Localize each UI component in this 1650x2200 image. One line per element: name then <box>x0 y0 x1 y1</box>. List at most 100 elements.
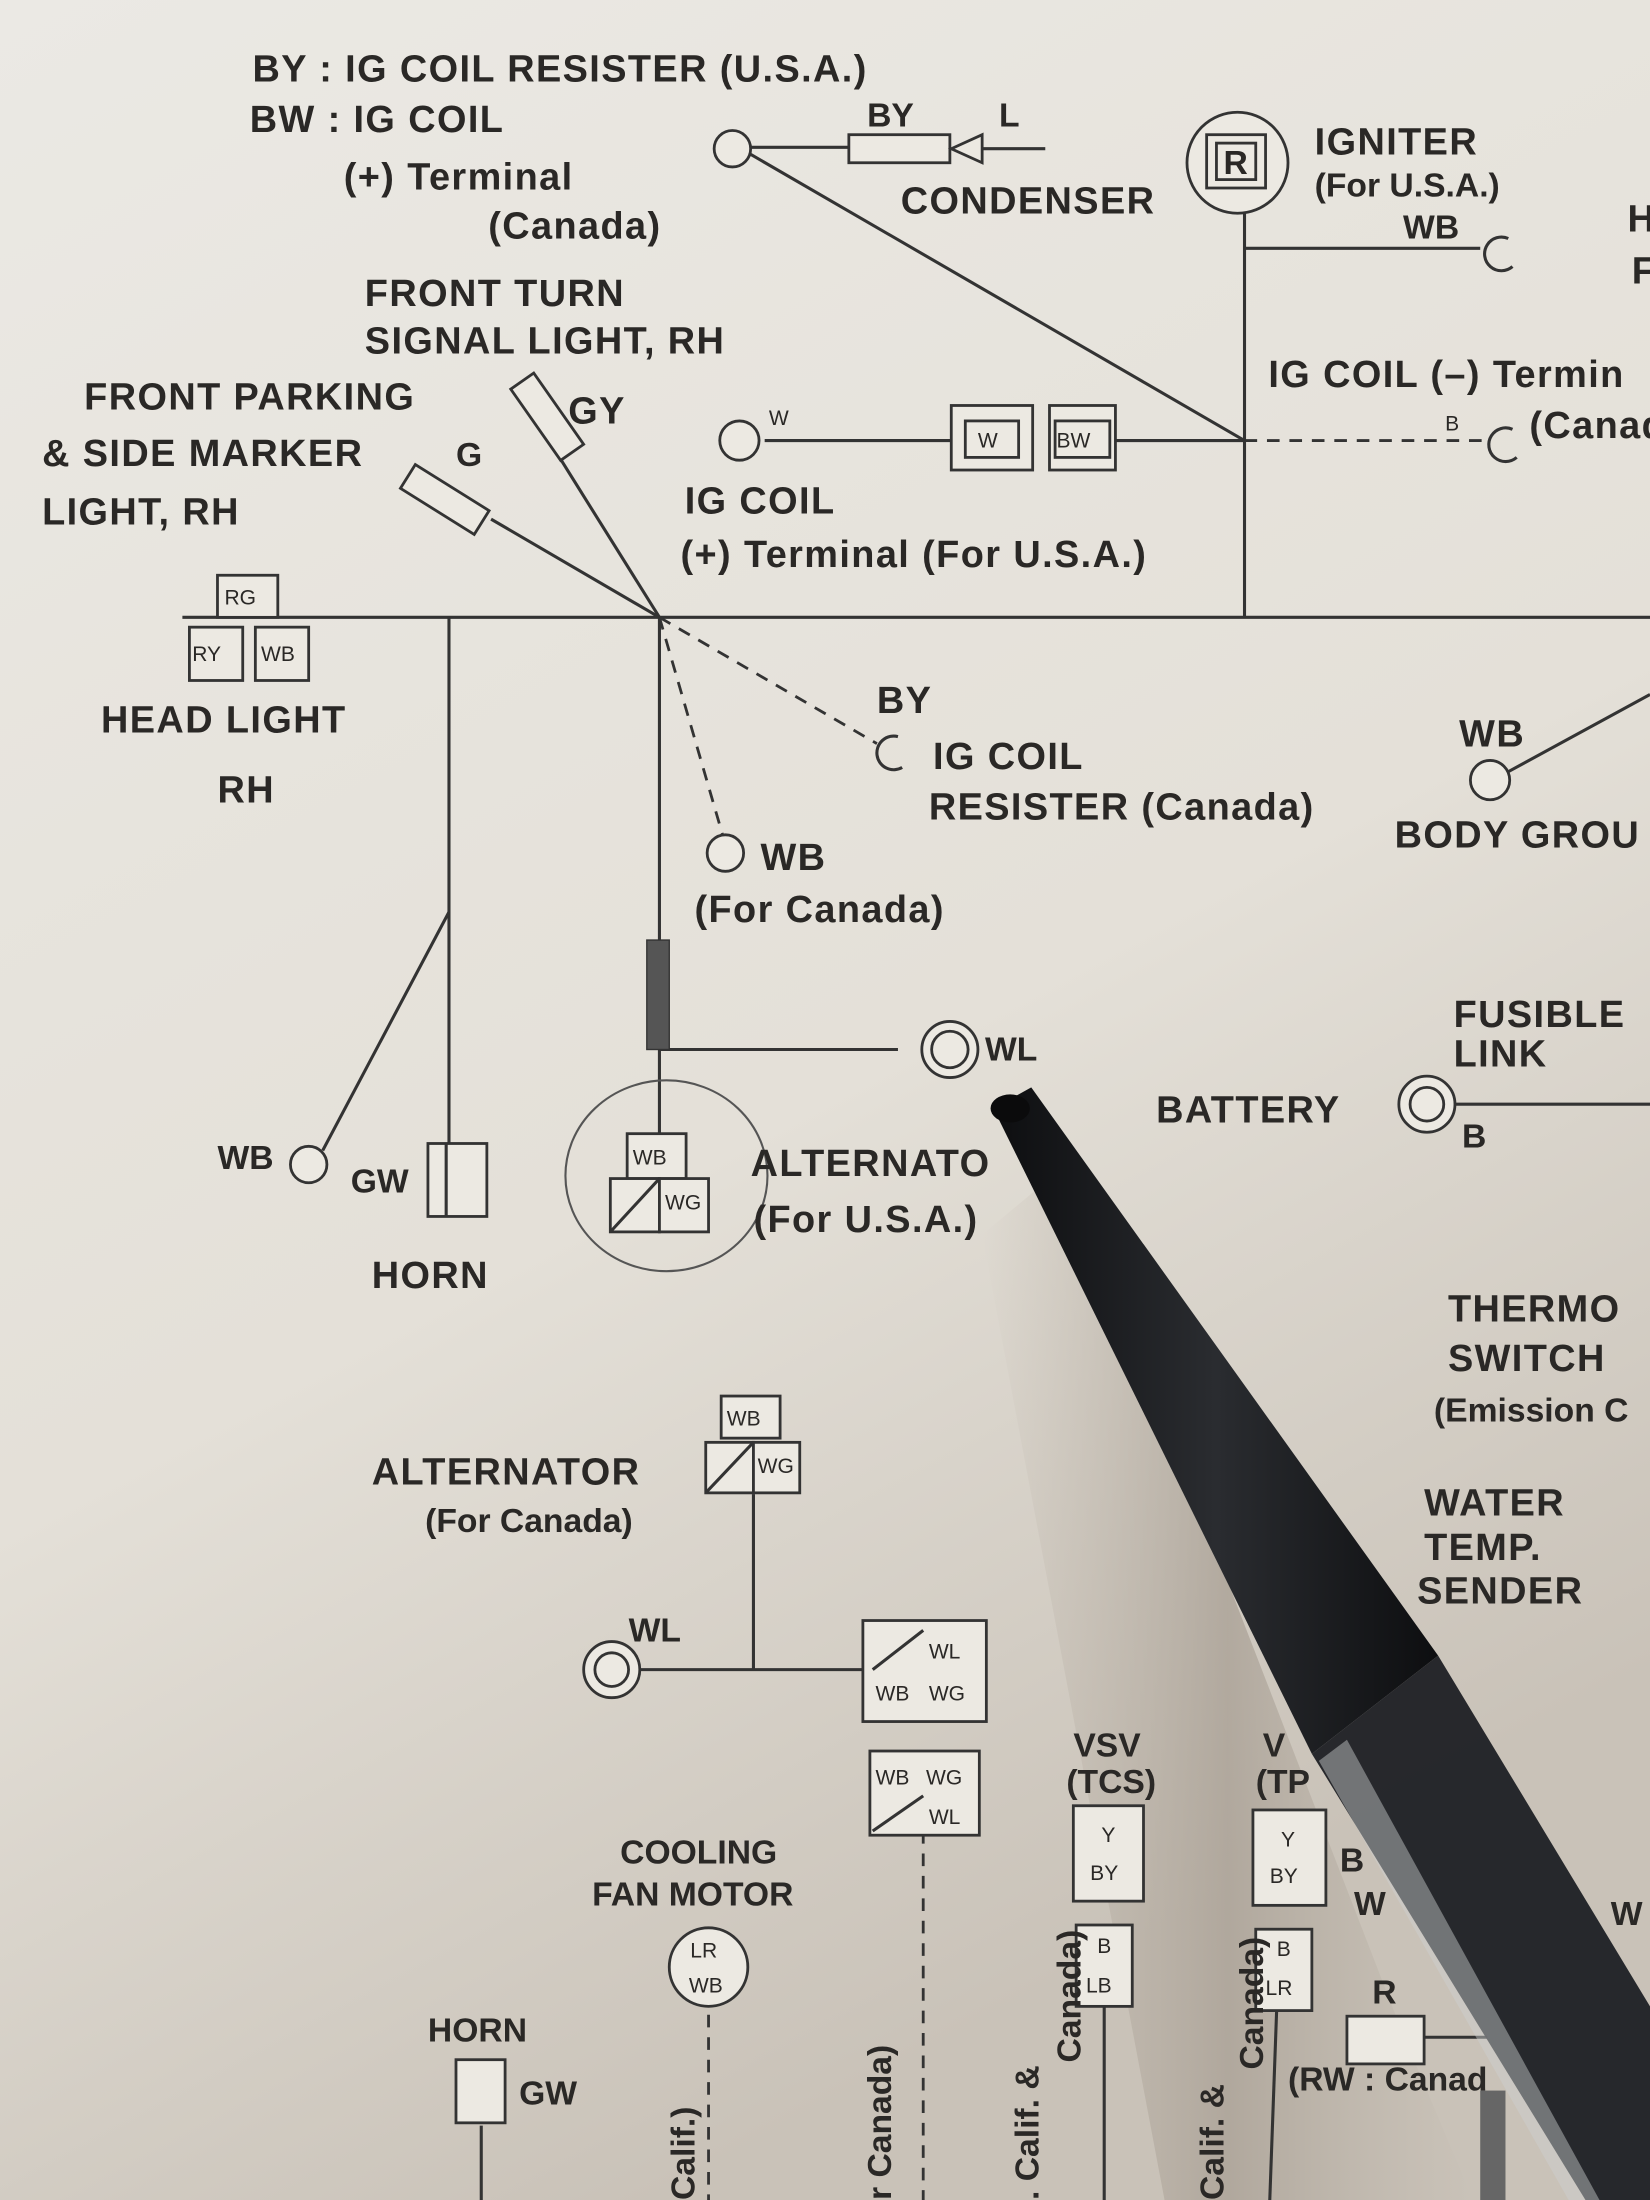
label: BATTERY <box>1156 1089 1340 1131</box>
label: Y <box>1281 1828 1295 1851</box>
label: VSV <box>1073 1728 1141 1765</box>
label: WB <box>876 1683 910 1706</box>
label: SWITCH <box>1448 1338 1606 1380</box>
parking-light-bulb <box>398 462 492 537</box>
label: WB <box>760 837 826 879</box>
label: GY <box>568 391 626 433</box>
headlight-ry <box>188 625 245 682</box>
label: WG <box>926 1767 962 1790</box>
label: FRONT PARKING <box>84 377 415 419</box>
label: CONDENSER <box>901 180 1156 222</box>
label: WB <box>1459 713 1525 755</box>
label: (For U.S.A.) <box>753 1199 978 1241</box>
label: WB <box>689 1974 723 1997</box>
label: BY <box>877 680 932 722</box>
label: Canada) <box>1051 1930 1088 2063</box>
label: (+) Terminal (For U.S.A.) <box>680 534 1147 576</box>
alternator-canada-wb <box>719 1394 782 1440</box>
label: RG <box>224 587 256 610</box>
label: W <box>978 430 998 453</box>
label: WL <box>629 1613 681 1650</box>
label: FRONT TURN <box>365 273 625 315</box>
label: RY <box>192 643 221 666</box>
label: (Emission C <box>1434 1392 1629 1429</box>
label: W <box>1611 1896 1643 1933</box>
label: FAN MOTOR <box>592 1876 793 1913</box>
pencil-circle <box>564 1079 769 1273</box>
label: WB <box>876 1767 910 1790</box>
label: COOLING <box>620 1834 777 1871</box>
label: WL <box>929 1806 961 1829</box>
headlight-rg <box>216 573 280 619</box>
label: IGNITER <box>1315 121 1478 163</box>
label: (+) Terminal <box>344 156 574 198</box>
label: . Calif. & <box>1009 2065 1046 2200</box>
label: B <box>1277 1938 1291 1961</box>
label: (TCS) <box>1066 1764 1156 1801</box>
label: LR <box>1266 1977 1293 2000</box>
label: GW <box>351 1164 409 1201</box>
label: LB <box>1086 1974 1112 1997</box>
label: IG COIL (–) Termin <box>1268 354 1624 396</box>
label: THERMO <box>1448 1289 1621 1331</box>
fusible-segment-2 <box>1480 2090 1506 2200</box>
label: BW <box>1057 430 1091 453</box>
label: WB <box>633 1147 667 1170</box>
label: WB <box>1403 210 1459 247</box>
label: WG <box>758 1455 794 1478</box>
label: RESISTER (Canada) <box>929 786 1315 828</box>
relay-r <box>1345 2014 1426 2066</box>
label: B <box>1445 413 1459 436</box>
label: (For Canada) <box>695 889 945 931</box>
label: WG <box>665 1191 701 1214</box>
label: WG <box>929 1683 965 1706</box>
label: HORN <box>428 2012 527 2049</box>
label: BODY GROU <box>1395 814 1641 856</box>
label: IG COIL <box>933 736 1084 778</box>
label: SIGNAL LIGHT, RH <box>365 321 726 363</box>
label: WB <box>261 643 295 666</box>
label: L <box>999 97 1020 134</box>
label: BW : IG COIL <box>250 99 505 141</box>
label: B <box>1340 1843 1364 1880</box>
label: F <box>1632 250 1650 292</box>
headlight-wb <box>253 625 311 682</box>
label: r Canada) <box>862 2045 899 2200</box>
label: R <box>1372 1975 1396 2012</box>
label: BY : IG COIL RESISTER (U.S.A.) <box>253 48 868 90</box>
ig-coil-plus-terminal <box>718 419 761 462</box>
label: GW <box>519 2076 577 2113</box>
label: BY <box>867 97 914 134</box>
label: & SIDE MARKER <box>42 433 363 475</box>
label: IG COIL <box>685 481 836 523</box>
label: (Canada) <box>488 206 661 248</box>
igniter-wb-terminal <box>1483 235 1514 273</box>
label: RH <box>217 770 275 812</box>
label: LINK <box>1454 1033 1548 1075</box>
vsv-tcs <box>1071 1804 1145 1903</box>
components <box>188 110 1518 2200</box>
label: HEAD LIGHT <box>101 699 346 741</box>
vsv-tp <box>1251 1808 1328 1907</box>
label: (For U.S.A.) <box>1315 167 1500 204</box>
connector-c1 <box>861 1619 988 1723</box>
label: W <box>1354 1886 1386 1923</box>
label: LR <box>690 1939 717 1962</box>
resister-canada-terminal <box>875 734 903 772</box>
label: WB <box>727 1408 761 1431</box>
turn-signal-bulb <box>508 371 586 463</box>
label: LIGHT, RH <box>42 492 240 534</box>
label: Calif.) <box>666 2107 703 2200</box>
label: W <box>769 407 789 430</box>
resister-symbol <box>847 133 952 165</box>
label: (Canad <box>1529 405 1650 447</box>
label: WB <box>217 1140 273 1177</box>
label: Canada) <box>1234 1937 1271 2070</box>
label: Calif. & <box>1194 2084 1231 2200</box>
labels: BY : IG COIL RESISTER (U.S.A.) BW : IG C… <box>42 48 1650 2200</box>
pen-point <box>990 1094 1030 1123</box>
label: (For Canada) <box>425 1503 633 1540</box>
label: BY <box>1090 1862 1118 1885</box>
